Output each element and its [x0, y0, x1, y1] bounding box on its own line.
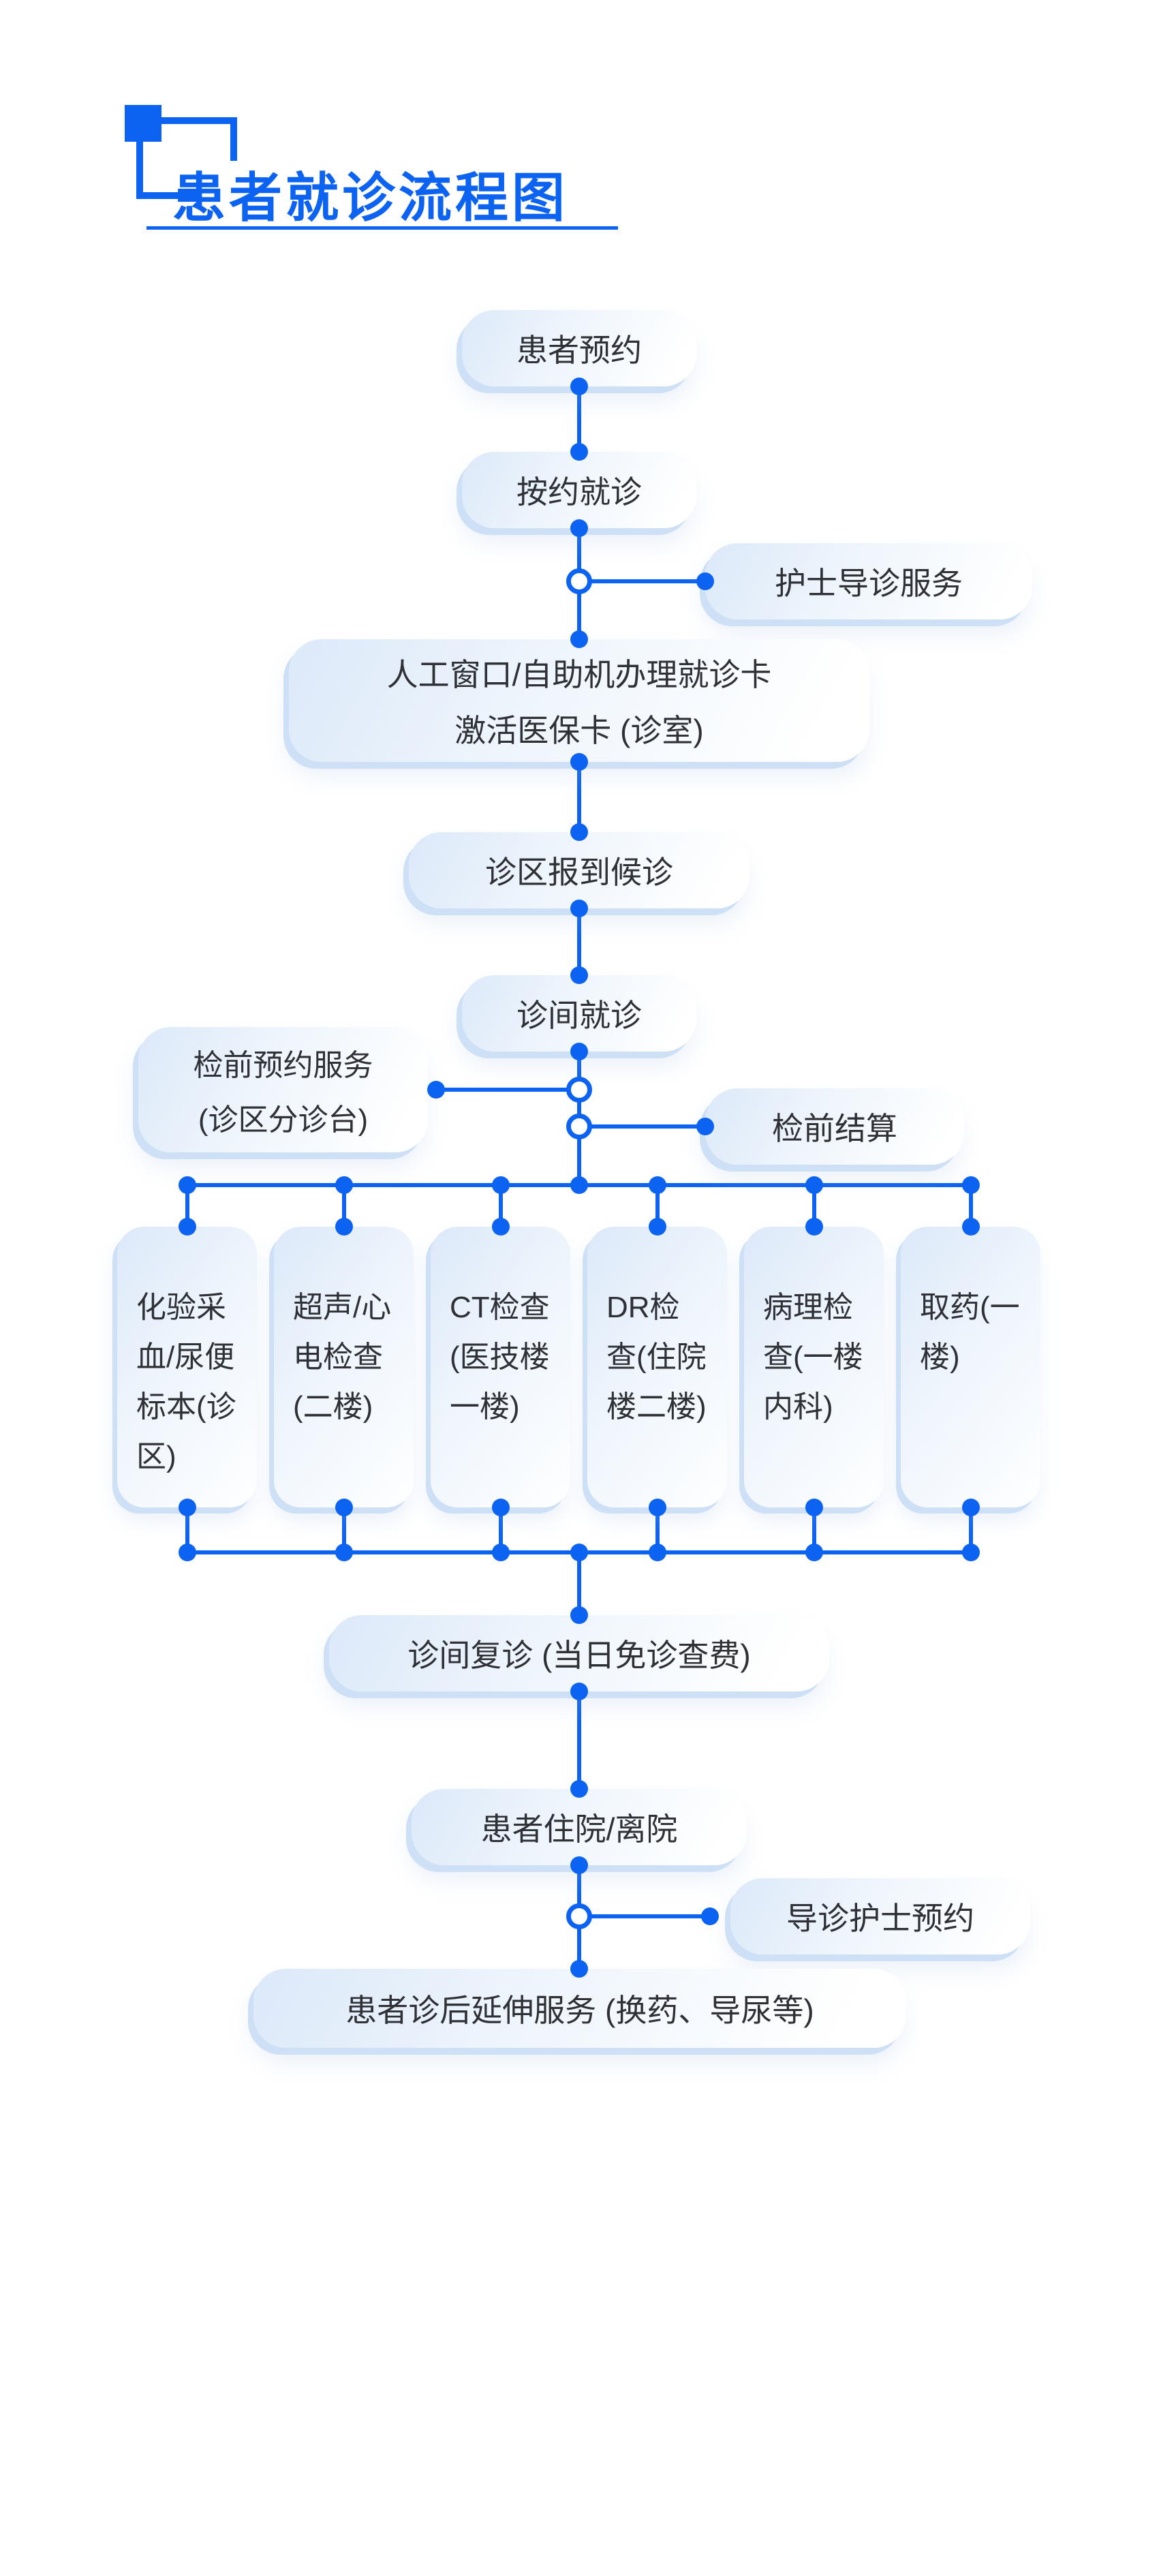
branch-ring	[566, 1114, 592, 1139]
connector-line	[499, 1185, 503, 1227]
junction-dot	[649, 1176, 666, 1194]
flow-dot	[570, 1856, 588, 1874]
flow-dot	[649, 1499, 666, 1516]
branch-dot	[696, 572, 714, 590]
title-bracket-icon	[136, 142, 202, 199]
connector-line	[577, 1552, 581, 1615]
branch-ring	[566, 1077, 592, 1103]
junction-dot	[962, 1176, 980, 1194]
branch-ring	[566, 568, 592, 594]
branch-line	[436, 1088, 579, 1092]
title-underline	[146, 226, 618, 230]
connector-line	[342, 1507, 346, 1552]
dept-box-lab-samples: 化验采血/尿便标本(诊区)	[117, 1227, 257, 1507]
flow-dot	[492, 1499, 510, 1516]
flow-node-clinic-visit: 诊间就诊	[462, 975, 696, 1052]
flow-node-pre-exam-pay: 检前结算	[705, 1088, 964, 1165]
connector-line	[577, 908, 581, 975]
dept-box-pathology: 病理检查(一楼内科)	[744, 1227, 884, 1507]
flow-dot	[570, 1960, 588, 1978]
connector-line	[655, 1507, 660, 1552]
flow-dot	[570, 823, 588, 841]
flow-node-checkin-wait: 诊区报到候诊	[409, 832, 750, 908]
connector-line	[812, 1507, 816, 1552]
flow-dot	[570, 1043, 588, 1060]
flow-dot	[570, 1683, 588, 1700]
connector-line	[655, 1185, 660, 1227]
flow-dot	[570, 519, 588, 537]
connector-line	[185, 1507, 189, 1552]
flow-node-post-visit: 患者诊后延伸服务 (换药、导尿等)	[253, 1969, 906, 2048]
dept-box-dr: DR检查(住院楼二楼)	[587, 1227, 727, 1507]
title-bracket-icon	[161, 117, 237, 161]
card-activation-line2: 激活医保卡 (诊室)	[454, 713, 704, 748]
card-activation-line1: 人工窗口/自助机办理就诊卡	[386, 657, 772, 692]
flow-dot	[570, 378, 588, 395]
connector-line	[969, 1185, 973, 1227]
branch-line	[579, 579, 705, 583]
junction-dot	[335, 1176, 353, 1194]
flow-node-card-activation: 人工窗口/自助机办理就诊卡 激活医保卡 (诊室)	[289, 639, 869, 762]
junction-dot	[570, 1176, 588, 1194]
dept-box-ultrasound-ecg: 超声/心电检查(二楼)	[274, 1227, 414, 1507]
junction-dot	[492, 1176, 510, 1194]
connector-line	[185, 1185, 189, 1227]
junction-dot	[570, 1544, 588, 1561]
title-square-icon	[125, 105, 161, 142]
connector-line	[969, 1507, 973, 1552]
flow-dot	[179, 1218, 196, 1236]
flow-node-pre-exam-booking: 检前预约服务 (诊区分诊台)	[138, 1027, 428, 1152]
flow-node-visit-on-time: 按约就诊	[462, 452, 696, 528]
junction-dot	[805, 1544, 823, 1561]
branch-dot	[427, 1081, 445, 1099]
flow-node-nurse-guide: 护士导诊服务	[705, 543, 1032, 619]
dept-box-ct: CT检查(医技楼一楼)	[431, 1227, 570, 1507]
flow-dot	[649, 1218, 666, 1236]
junction-dot	[492, 1544, 510, 1561]
flow-node-revisit: 诊间复诊 (当日免诊查费)	[329, 1615, 829, 1691]
flow-node-patient-booking: 患者预约	[462, 310, 696, 386]
junction-dot	[179, 1176, 196, 1194]
pre-exam-booking-line1: 检前预约服务	[193, 1049, 373, 1082]
connector-line	[577, 1691, 581, 1789]
branch-line	[579, 1914, 710, 1918]
flow-dot	[570, 1606, 588, 1624]
connector-line	[577, 762, 581, 832]
connector-line	[499, 1507, 503, 1552]
flow-dot	[570, 443, 588, 461]
junction-dot	[649, 1544, 666, 1561]
junction-dot	[962, 1544, 980, 1561]
flow-node-admit-discharge: 患者住院/离院	[412, 1789, 747, 1865]
junction-dot	[335, 1544, 353, 1561]
flow-dot	[492, 1218, 510, 1236]
connector-line	[577, 386, 581, 452]
flow-dot	[570, 1780, 588, 1798]
branch-ring	[566, 1903, 592, 1929]
connector-line	[812, 1185, 816, 1227]
connector-line	[342, 1185, 346, 1227]
flow-dot	[805, 1218, 823, 1236]
page-title: 患者就诊流程图	[172, 168, 569, 228]
branch-dot	[701, 1907, 719, 1925]
flow-dot	[335, 1218, 353, 1236]
pre-exam-booking-line2: (诊区分诊台)	[198, 1103, 369, 1137]
junction-dot	[179, 1544, 196, 1561]
branch-line	[579, 1124, 705, 1129]
flow-dot	[805, 1499, 823, 1516]
flow-dot	[570, 900, 588, 917]
flow-dot	[335, 1499, 353, 1516]
branch-dot	[696, 1118, 714, 1135]
flow-dot	[570, 753, 588, 771]
flow-dot	[179, 1499, 196, 1516]
flow-dot	[570, 966, 588, 984]
flow-dot	[962, 1218, 980, 1236]
flow-dot	[570, 630, 588, 648]
flow-dot	[962, 1499, 980, 1516]
flow-node-nurse-booking: 导诊护士预约	[730, 1878, 1030, 1954]
junction-dot	[805, 1176, 823, 1194]
dept-box-pharmacy: 取药(一楼)	[901, 1227, 1040, 1507]
